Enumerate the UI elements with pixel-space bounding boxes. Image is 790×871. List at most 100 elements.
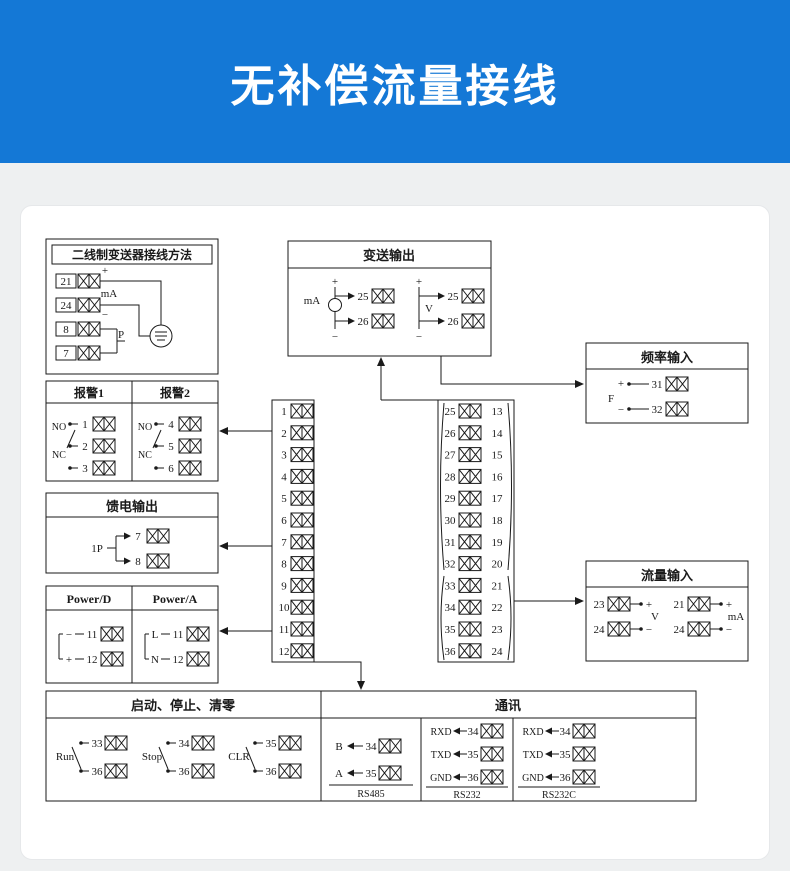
terminal-number: 34 (366, 741, 378, 753)
terminal-box-icon (458, 621, 482, 637)
terminal-row: 2 (68, 438, 116, 454)
nc-label: NC (52, 450, 66, 461)
arrow-right-icon (124, 557, 131, 565)
terminal-number: 21 (61, 276, 72, 288)
terminal-box-icon (607, 621, 631, 637)
terminal-number-outer: 19 (492, 537, 504, 549)
terminal-row: 24 − (594, 621, 652, 637)
terminal-number: 12 (173, 654, 184, 666)
v-label: V (651, 611, 659, 623)
terminal-number: 12 (87, 654, 98, 666)
box-border (45, 238, 219, 375)
terminal-number: 11 (173, 629, 184, 641)
p-label: P (118, 329, 124, 341)
comm-row: RXD 34 (522, 723, 596, 739)
terminal-number: 1 (281, 406, 287, 418)
terminal-row: 27 15 (445, 447, 503, 463)
box-border (45, 492, 219, 574)
page-banner: 无补偿流量接线 (0, 0, 790, 163)
terminal-box-icon (687, 621, 711, 637)
terminal-box-icon (92, 416, 116, 432)
terminal-box-icon (461, 288, 485, 304)
title-border (51, 244, 213, 265)
polarity-label: − (66, 629, 72, 641)
terminal-number: 24 (61, 300, 73, 312)
terminal-number-outer: 13 (492, 406, 504, 418)
terminal-number: 3 (281, 450, 287, 462)
terminal-row: 24 (55, 297, 101, 313)
terminal-number-outer: 23 (492, 624, 504, 636)
terminal-box-icon (480, 769, 504, 785)
terminal-box-icon (290, 534, 314, 550)
terminal-box-icon (77, 273, 101, 289)
terminal-box-icon (77, 297, 101, 313)
terminal-number: 32 (652, 404, 663, 416)
box-title: 馈电输出 (106, 499, 158, 514)
terminal-box-icon (92, 460, 116, 476)
plus-label: + (416, 276, 422, 288)
terminal-number: 33 (92, 738, 104, 750)
terminal-number-inner: 30 (445, 515, 457, 527)
arrow-left-icon (545, 750, 552, 758)
1p-label: 1P (91, 543, 103, 555)
terminal-box-icon (458, 490, 482, 506)
terminal-box-icon (186, 626, 210, 642)
terminal-box-icon (378, 738, 402, 754)
terminal-number: 26 (358, 316, 370, 328)
terminal-number-outer: 14 (492, 428, 504, 440)
box-title: 变送输出 (363, 248, 415, 263)
switch-arm-icon (71, 746, 82, 770)
terminal-row: 25 13 (445, 403, 504, 419)
transmit-output-box: 变送输出 mA + − 25 26 (287, 240, 492, 357)
arrow-left-icon (219, 627, 228, 635)
terminal-number: 11 (279, 624, 290, 636)
arrow-right-icon (575, 597, 584, 605)
terminal-number-inner: 29 (445, 493, 457, 505)
plus-label: + (618, 378, 624, 390)
terminal-number: 2 (82, 441, 88, 453)
terminal-box-icon (290, 490, 314, 506)
terminal-box-icon (572, 723, 596, 739)
terminal-box-icon (458, 425, 482, 441)
terminal-row: 5 (154, 438, 202, 454)
terminal-number: 7 (63, 348, 69, 360)
minus-label: − (102, 309, 108, 321)
terminal-row: 6 (154, 460, 202, 476)
box-border (287, 240, 492, 357)
plus-label: + (332, 276, 338, 288)
feed-wiring (107, 536, 117, 561)
switch-arm-icon (245, 746, 256, 770)
polarity-label: + (726, 599, 732, 611)
terminal-box-icon (378, 765, 402, 781)
connectors (219, 356, 584, 690)
minus-label: − (618, 404, 624, 416)
alarm2-title: 报警2 (160, 385, 190, 400)
wire (314, 661, 362, 685)
comm-row: RXD 34 (430, 723, 504, 739)
terminal-row: 7 (281, 534, 314, 550)
terminal-box-icon (104, 763, 128, 779)
flow-v-group: 23 + 24 − V (594, 596, 659, 637)
switch-group: Stop 34 36 (142, 735, 215, 779)
terminal-number-outer: 18 (492, 515, 504, 527)
wiring-diagram: 二线制变送器接线方法 21 24 8 7 + mA − P (45, 238, 749, 802)
terminal-number-inner: 31 (445, 537, 456, 549)
terminal-box-icon (458, 447, 482, 463)
terminal-number-inner: 32 (445, 559, 456, 571)
signal-label: GND (522, 773, 544, 784)
terminal-number: 8 (63, 324, 69, 336)
terminal-row: 24 − (674, 621, 732, 637)
terminal-box-icon (146, 553, 170, 569)
terminal-row: 11 (279, 621, 314, 637)
terminal-box-icon (290, 621, 314, 637)
terminal-number-inner: 35 (445, 624, 457, 636)
arrow-left-icon (453, 773, 460, 781)
terminal-row: 21 (55, 273, 101, 289)
terminal-row: 25 (419, 288, 485, 304)
main-terminal-right: 25 13 26 14 27 15 28 16 29 17 30 (437, 399, 515, 663)
terminal-number: 12 (279, 646, 290, 658)
terminal-row: 7 (116, 528, 170, 544)
arrow-right-icon (348, 292, 355, 300)
terminal-row: 30 18 (445, 512, 504, 528)
